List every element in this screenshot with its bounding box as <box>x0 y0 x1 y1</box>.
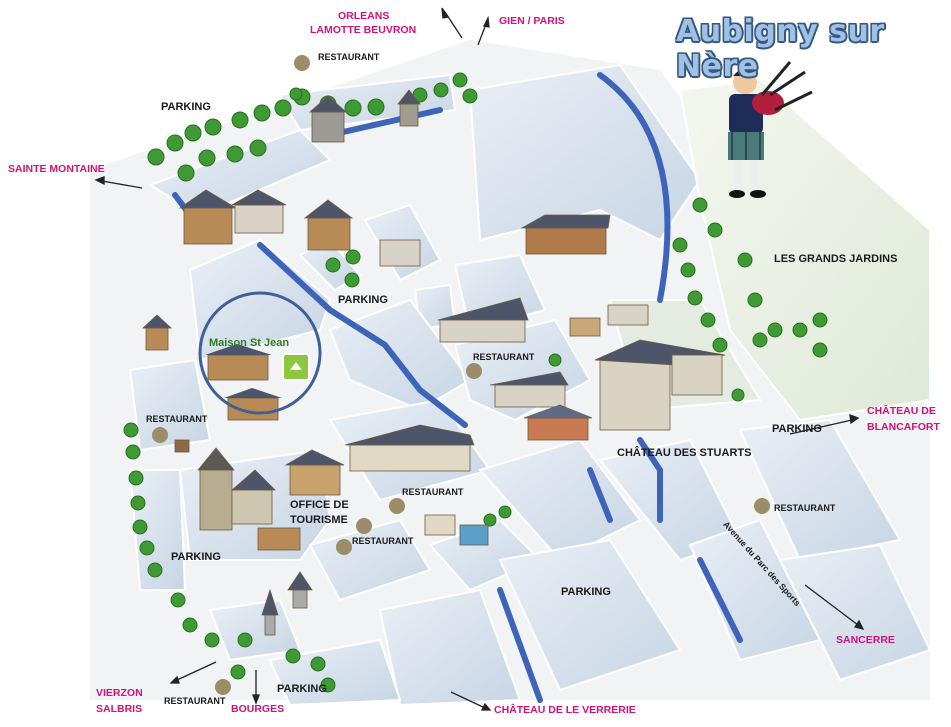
label-parking-center: PARKING <box>338 294 388 306</box>
canals <box>172 72 743 703</box>
restaurant-markers <box>152 55 770 695</box>
dest-bourges: BOURGES <box>231 703 285 715</box>
dest-salbris: SALBRIS <box>96 703 143 715</box>
city-blocks <box>128 63 932 707</box>
label-restaurant: RESTAURANT <box>352 536 414 546</box>
label-chateau-stuarts: CHÂTEAU DES STUARTS <box>617 447 752 459</box>
label-restaurant: RESTAURANT <box>318 52 380 62</box>
direction-arrows <box>94 7 865 711</box>
label-grands-jardins: LES GRANDS JARDINS <box>774 253 898 265</box>
dest-sainte-montaine: SAINTE MONTAINE <box>8 163 105 175</box>
dest-lamotte-beuvron: LAMOTTE BEUVRON <box>310 24 417 36</box>
dest-vierzon: VIERZON <box>96 687 143 699</box>
label-maison-st-jean: Maison St Jean <box>209 337 290 349</box>
dest-orleans: ORLEANS <box>338 10 390 22</box>
bagpiper-illustration <box>728 61 813 198</box>
label-parking-east: PARKING <box>772 423 822 435</box>
dest-chateau-de: CHÂTEAU DE <box>867 405 936 417</box>
label-restaurant: RESTAURANT <box>146 414 208 424</box>
label-office-tourisme-1: OFFICE DE <box>290 499 349 511</box>
label-restaurant: RESTAURANT <box>164 696 226 706</box>
label-parking-sw: PARKING <box>171 551 221 563</box>
label-parking-nw: PARKING <box>161 101 211 113</box>
label-restaurant: RESTAURANT <box>774 503 836 513</box>
label-restaurant: RESTAURANT <box>402 487 464 497</box>
label-parking-bottom: PARKING <box>277 683 327 695</box>
label-office-tourisme-2: TOURISME <box>290 514 348 526</box>
dest-gien-paris: GIEN / PARIS <box>499 15 565 27</box>
maison-st-jean-highlight <box>198 291 322 415</box>
dest-chateau-verrerie: CHÂTEAU DE LE VERRERIE <box>494 704 636 716</box>
dest-blancafort: BLANCAFORT <box>867 421 940 433</box>
label-parking-south: PARKING <box>561 586 611 598</box>
map-title: Aubigny sur Nère <box>676 14 885 84</box>
label-restaurant: RESTAURANT <box>473 352 535 362</box>
dest-sancerre: SANCERRE <box>836 634 895 646</box>
maison-st-jean-building <box>205 344 310 421</box>
buildings <box>141 89 726 636</box>
trees <box>123 72 828 693</box>
